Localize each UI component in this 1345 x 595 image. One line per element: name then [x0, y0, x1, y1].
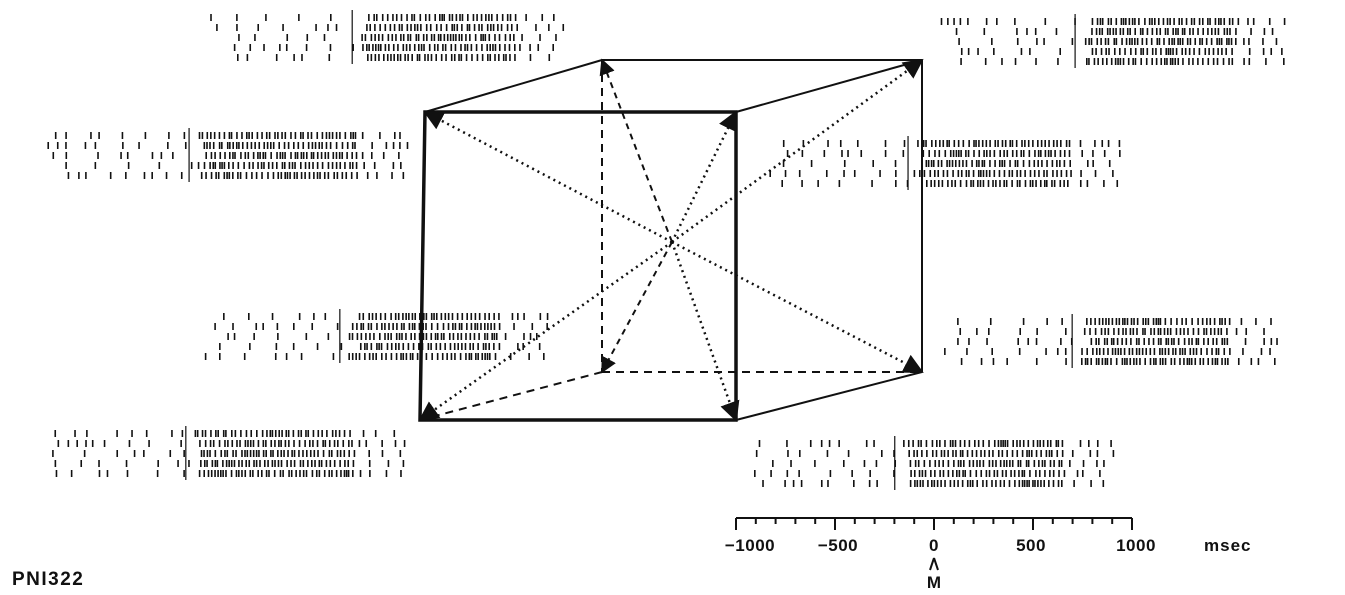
- raster-upper-right-back: [940, 14, 1286, 68]
- direction-arrow: [671, 58, 924, 244]
- direction-arrow: [671, 240, 924, 374]
- direction-arrows-dashed: [599, 58, 673, 374]
- tick-label-minus-500: −500: [818, 536, 858, 555]
- cube-edge-hidden-left-bottom: [419, 371, 603, 421]
- direction-arrow: [418, 240, 673, 422]
- tick-label-1000: 1000: [1116, 536, 1156, 555]
- raster-upper-left-front: [47, 128, 409, 182]
- tick-label-minus-1000: −1000: [725, 536, 775, 555]
- raster-upper-left-back: [210, 10, 565, 64]
- direction-arrows: [418, 58, 924, 422]
- raster-lower-right-front: [754, 436, 1115, 490]
- raster-upper-right-front: [769, 136, 1121, 190]
- alignment-marker-arrow-icon: [929, 557, 939, 571]
- time-axis-ticks: [735, 518, 1133, 530]
- raster-lower-left-back: [204, 309, 549, 363]
- tick-label-0: 0: [929, 536, 939, 555]
- tick-label-500: 500: [1016, 536, 1046, 555]
- cube-hidden-edges: [419, 60, 922, 421]
- cube-front-face: [418, 110, 738, 422]
- raster-lower-left-front: [52, 426, 406, 480]
- direction-arrow: [670, 110, 738, 243]
- time-axis: −1000 −500 0 500 1000 msec M: [725, 517, 1251, 592]
- alignment-marker-label: M: [927, 573, 941, 592]
- recording-id: PNI322: [12, 569, 84, 590]
- cube-edge-top-right: [735, 59, 923, 113]
- cube-edge-top-left: [424, 59, 603, 113]
- raster-lower-right-back: [944, 314, 1278, 368]
- time-axis-unit: msec: [1204, 536, 1251, 555]
- direction-arrow: [599, 58, 673, 243]
- direction-arrow: [670, 241, 740, 422]
- direction-arrow: [423, 110, 673, 244]
- spike-rasters: [47, 10, 1286, 490]
- cube-edge-bottom-right: [735, 371, 923, 421]
- direction-arrow: [601, 241, 673, 374]
